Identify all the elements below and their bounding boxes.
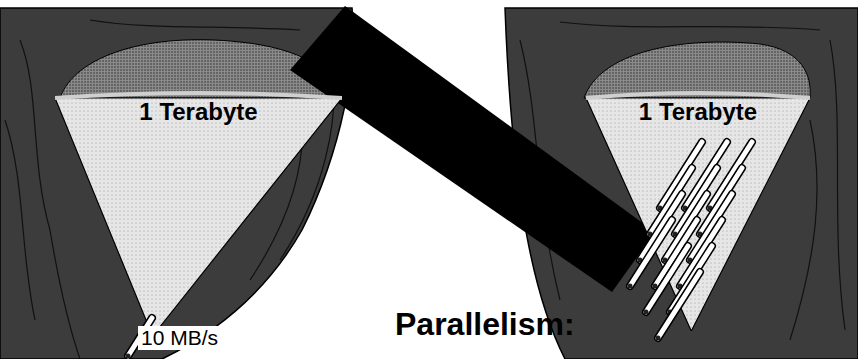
bandwidth-label: 10 MB/s (138, 326, 221, 350)
slide-title: Parallelism: (395, 306, 575, 343)
cone-label: 1 Terabyte (55, 98, 342, 126)
straw (656, 272, 701, 341)
cone-label: 1 Terabyte (586, 98, 810, 126)
rock-cap (584, 42, 810, 98)
cone-fill (55, 98, 342, 336)
data-cone: 1 Terabyte (55, 86, 342, 336)
black-bar (290, 6, 655, 292)
cone-fill (586, 98, 810, 331)
cone-rim (586, 93, 810, 98)
straw (668, 246, 713, 315)
cone-rim (55, 93, 342, 98)
